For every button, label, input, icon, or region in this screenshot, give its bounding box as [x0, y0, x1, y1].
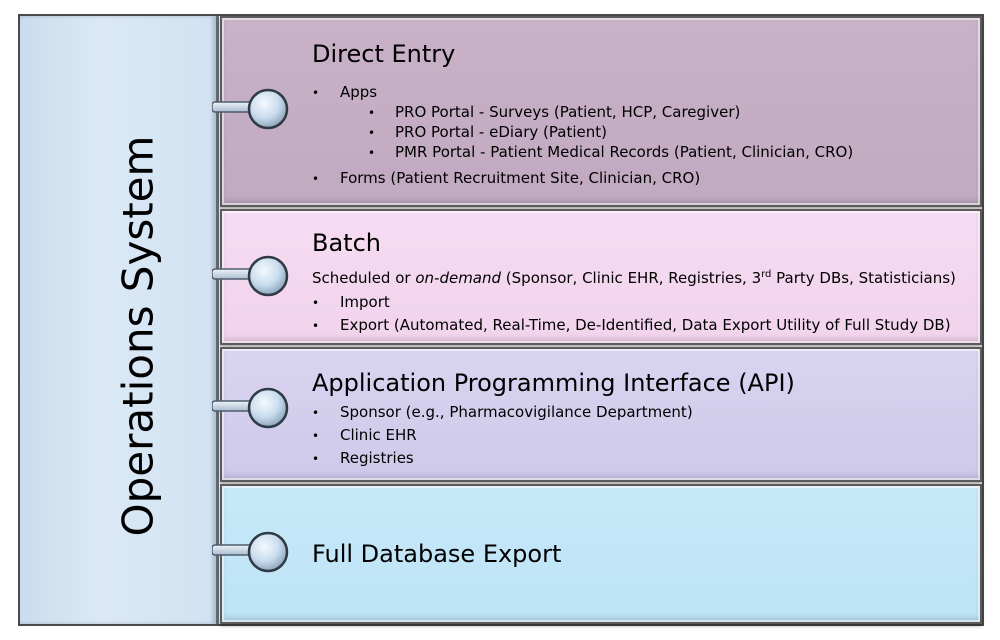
bullet: •	[312, 319, 320, 333]
apps-item: Apps	[340, 83, 378, 101]
operations-system-label: Operations System	[113, 135, 163, 537]
direct-entry-connector-icon	[212, 88, 289, 130]
direct-entry-panel: Direct Entry • Apps • PRO Portal - Surve…	[220, 16, 982, 207]
bullet: •	[312, 452, 320, 466]
full-export-panel: Full Database Export	[220, 484, 982, 624]
batch-connector-icon	[212, 255, 289, 297]
scheduled-text: Scheduled or	[312, 269, 416, 287]
pro-ediary-item: PRO Portal - eDiary (Patient)	[395, 123, 607, 141]
operations-system-block: Operations System	[20, 16, 219, 624]
scheduled-sources-tail: Party DBs, Statisticians)	[771, 269, 956, 287]
ordinal-suffix: rd	[761, 269, 772, 280]
bullet: •	[368, 126, 376, 140]
pro-surveys-item: PRO Portal - Surveys (Patient, HCP, Care…	[395, 103, 741, 121]
bullet: •	[368, 106, 376, 120]
scheduled-sources-text: (Sponsor, Clinic EHR, Registries, 3	[501, 269, 762, 287]
bullet: •	[368, 146, 376, 160]
bullet: •	[312, 86, 320, 100]
full-export-connector-icon	[212, 531, 289, 573]
pmr-portal-item: PMR Portal - Patient Medical Records (Pa…	[395, 143, 854, 161]
bullet: •	[312, 406, 320, 420]
api-panel: Application Programming Interface (API) …	[220, 347, 982, 482]
import-item: Import	[340, 293, 390, 311]
bullet: •	[312, 429, 320, 443]
batch-panel: Batch Scheduled or on-demand (Sponsor, C…	[220, 209, 982, 345]
scheduled-line: Scheduled or on-demand (Sponsor, Clinic …	[312, 269, 956, 287]
bullet: •	[312, 172, 320, 186]
registries-item: Registries	[340, 449, 414, 467]
export-item: Export (Automated, Real-Time, De-Identif…	[340, 316, 951, 334]
on-demand-text: on-demand	[415, 269, 502, 287]
sponsor-item: Sponsor (e.g., Pharmacovigilance Departm…	[340, 403, 693, 421]
direct-entry-title: Direct Entry	[312, 40, 456, 68]
forms-item: Forms (Patient Recruitment Site, Clinici…	[340, 169, 701, 187]
batch-title: Batch	[312, 229, 381, 257]
api-connector-icon	[212, 387, 289, 429]
api-title: Application Programming Interface (API)	[312, 369, 795, 397]
bullet: •	[312, 296, 320, 310]
full-export-title: Full Database Export	[312, 540, 562, 568]
clinic-ehr-item: Clinic EHR	[340, 426, 417, 444]
